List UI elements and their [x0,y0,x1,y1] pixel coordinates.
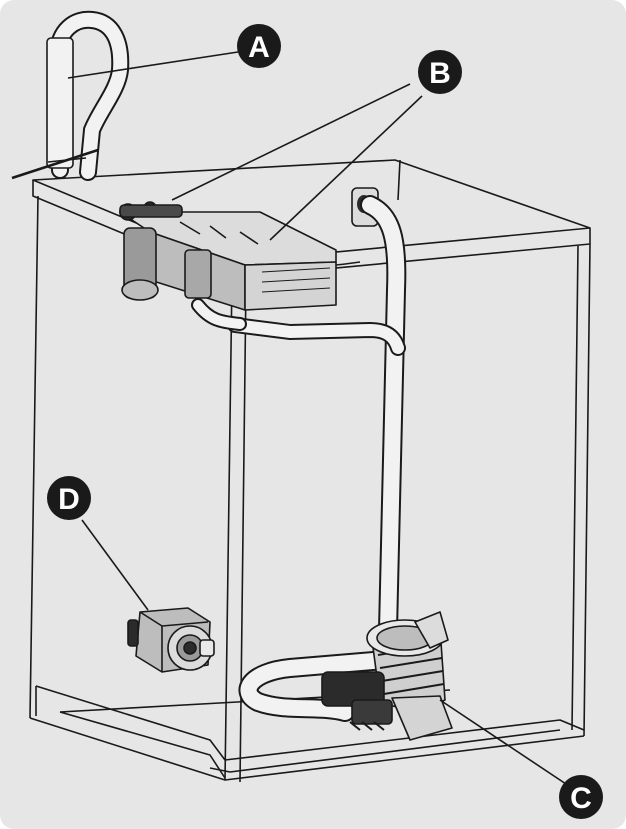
inlet-hose-a [11,10,130,181]
drain-hose [191,187,407,640]
callout-c-label: C [570,782,592,815]
callout-a-label: A [248,31,270,64]
leader-line-b-2 [269,95,423,241]
callout-b-label: B [429,57,451,90]
callout-b: B [418,50,462,94]
bottom-hose-loop [238,650,395,722]
callout-b-circle [418,50,462,94]
callout-a: A [237,24,281,68]
leader-line-a [67,51,239,79]
callout-c: C [559,775,603,819]
drain-pump-c [321,611,453,741]
leader-line-d [81,519,149,611]
callout-d-label: D [58,483,80,516]
circulation-pump-d [127,607,215,673]
leader-line-c [439,699,573,789]
callout-a-circle [237,24,281,68]
cabinet-outline [29,159,591,783]
leader-lines [67,51,573,789]
dispenser-assembly-b [119,201,337,311]
callout-c-circle [559,775,603,819]
callout-d: D [47,476,91,520]
callout-d-circle [47,476,91,520]
leader-line-b-1 [171,83,411,201]
